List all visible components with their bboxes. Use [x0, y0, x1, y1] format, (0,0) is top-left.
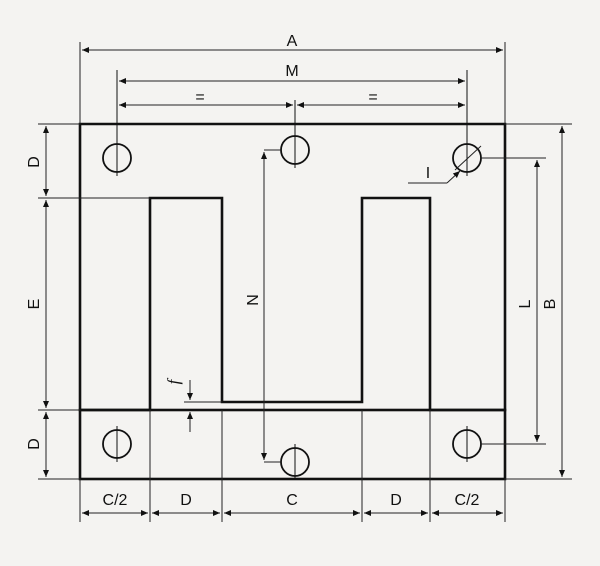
label-D-right: D — [390, 492, 402, 509]
label-I: I — [426, 165, 430, 182]
dimension-N: N — [245, 149, 281, 463]
dimension-bottom-chain: C/2 D C D C/2 — [82, 492, 503, 516]
label-C: C — [286, 492, 298, 509]
dimension-A: A — [79, 33, 506, 124]
dimension-B: B — [505, 123, 572, 480]
dimension-left-extension-lines — [38, 123, 150, 480]
label-D-left: D — [180, 492, 192, 509]
hole-top-left — [102, 70, 132, 176]
dimension-L: L — [481, 157, 546, 445]
label-C-half-left: C/2 — [103, 492, 128, 509]
i-lamination — [78, 408, 507, 481]
i-bar-outline — [78, 408, 507, 481]
e-core-outline — [78, 122, 507, 412]
label-A: A — [287, 33, 298, 50]
label-C-half-right: C/2 — [455, 492, 480, 509]
dimension-equal-spacing: = = — [119, 89, 465, 108]
hole-bottom-left — [102, 426, 132, 462]
hole-top-center — [280, 100, 310, 168]
e-lamination — [78, 122, 507, 412]
hole-bottom-center — [280, 444, 310, 480]
label-B: B — [542, 299, 559, 310]
mounting-holes — [102, 70, 482, 480]
dimension-D-top: D — [26, 126, 49, 196]
dimension-I: I — [408, 165, 461, 184]
label-f: f — [164, 377, 183, 384]
label-E: E — [26, 299, 43, 310]
hole-bottom-right — [452, 426, 482, 462]
dimension-M: M — [119, 63, 465, 84]
dimension-D-bottom: D — [26, 412, 49, 477]
label-eq-left: = — [195, 89, 204, 106]
dimension-bottom-extension-lines — [79, 410, 506, 522]
label-D-top: D — [26, 156, 43, 168]
label-M: M — [285, 63, 298, 80]
dimension-f: f — [164, 377, 222, 432]
label-eq-right: = — [368, 89, 377, 106]
dimension-E: E — [26, 200, 49, 408]
label-N: N — [245, 294, 262, 306]
label-L: L — [517, 299, 534, 308]
label-D-bottom: D — [26, 438, 43, 450]
